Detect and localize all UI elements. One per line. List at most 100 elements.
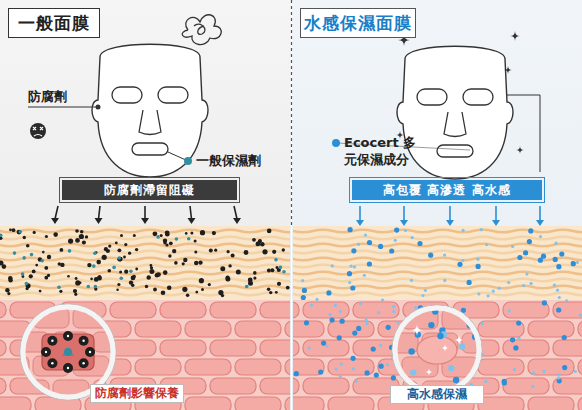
magnified-cell (482, 309, 518, 329)
panel-divider (291, 0, 292, 226)
moisturizer-dot (21, 272, 25, 276)
preservative-dot (275, 291, 278, 294)
hydration-dot (411, 236, 414, 239)
hydration-dot (335, 367, 338, 370)
hydration-dot (502, 380, 507, 385)
mask-nose (444, 112, 466, 137)
hydration-dot (386, 363, 389, 366)
preservative-dot (220, 266, 225, 271)
preservative-dot (267, 229, 272, 234)
hydration-dot (394, 228, 399, 233)
hydration-dot (350, 285, 355, 290)
skin-cell (353, 302, 399, 318)
hydration-dot (480, 228, 483, 231)
arrow-head (536, 220, 544, 226)
hydration-dot (328, 313, 331, 316)
hydration-dot (517, 255, 522, 260)
preservative-dot (44, 266, 48, 270)
hydration-dot (302, 288, 307, 293)
preservative-dot (276, 266, 279, 269)
preservative-dot (190, 232, 193, 235)
moisturizer-dot (282, 270, 286, 274)
skin-wave-line (293, 251, 582, 254)
skin-wave-line (293, 272, 582, 275)
hydration-dot (527, 239, 532, 244)
preservative-highlight (89, 351, 91, 353)
hydration-dot (559, 251, 564, 256)
hydration-dot (352, 367, 355, 370)
hydration-dot (315, 298, 318, 301)
preservative-dot (267, 230, 271, 234)
magnified-cell (342, 381, 378, 401)
skin-cell (328, 359, 374, 375)
hydration-dot (556, 289, 559, 292)
skin-cell (578, 359, 582, 375)
hydration-dot (565, 299, 568, 302)
hydration-molecule (437, 333, 443, 339)
preservative-dot (228, 264, 231, 267)
preservative-dot (47, 255, 51, 259)
hydration-dot (351, 248, 356, 253)
preservative-dot (131, 276, 136, 281)
preservative-dot (74, 293, 77, 296)
hydration-dot (379, 344, 382, 347)
skin-cell (303, 340, 349, 356)
hydration-dot (428, 253, 433, 258)
node-text: 高水感保濕 (407, 386, 467, 403)
hydration-molecule (453, 377, 459, 383)
hydration-dot (510, 337, 515, 342)
hydration-dot (421, 294, 424, 297)
skin-wave-line (293, 265, 582, 268)
preservative-dot (282, 248, 285, 251)
hydration-dot (350, 265, 353, 268)
moisturizer-dot (22, 256, 26, 260)
magnified-cell (342, 333, 378, 353)
hydration-dot (481, 322, 484, 325)
preservative-dot (124, 270, 128, 274)
hydration-dot (511, 245, 514, 248)
preservative-dot (186, 294, 190, 298)
preservative-highlight (82, 362, 84, 364)
skin-wave-line (293, 244, 582, 247)
preservative-dot (119, 270, 122, 273)
preservative-dot (153, 231, 158, 236)
preservative-dot (262, 249, 267, 254)
result-box: 防腐劑影響保養 (90, 384, 184, 403)
preservative-dot (267, 268, 271, 272)
magnified-cell (113, 356, 149, 376)
hydration-dot (321, 341, 326, 346)
preservative-molecule (79, 336, 89, 346)
preservative-dot (147, 275, 151, 279)
skin-cell (185, 359, 231, 375)
down-arrow (449, 206, 451, 221)
preservative-dot (182, 262, 185, 265)
preservative-dot (185, 232, 188, 235)
preservative-dot (153, 288, 157, 292)
preservative-dot (108, 269, 112, 273)
skin-cell (528, 321, 574, 337)
preservative-dot (135, 248, 138, 251)
preservative-dot (35, 264, 38, 267)
preservative-dot (9, 228, 12, 231)
moisturizer-dot (13, 251, 17, 255)
preservative-dot (42, 251, 45, 254)
banner-bar: 高包覆 高滲透 高水感 (352, 180, 542, 200)
preservative-molecule (63, 363, 73, 373)
magnified-core-cell (417, 336, 457, 364)
skin-cell (528, 397, 574, 410)
skin-cell (285, 359, 290, 375)
hydration-dot (562, 365, 567, 370)
sparkle (504, 66, 512, 74)
hydration-dot (476, 264, 481, 269)
arrow-head (141, 218, 149, 224)
magnified-cell (322, 357, 358, 377)
hydration-dot (301, 279, 304, 282)
preservative-dot (79, 282, 82, 285)
preservative-dot (32, 270, 36, 274)
moisturizer-dot (279, 266, 283, 270)
preservative-dot (167, 285, 172, 290)
result-box: 高水感保濕 (390, 385, 484, 404)
skin-cell (528, 359, 574, 375)
